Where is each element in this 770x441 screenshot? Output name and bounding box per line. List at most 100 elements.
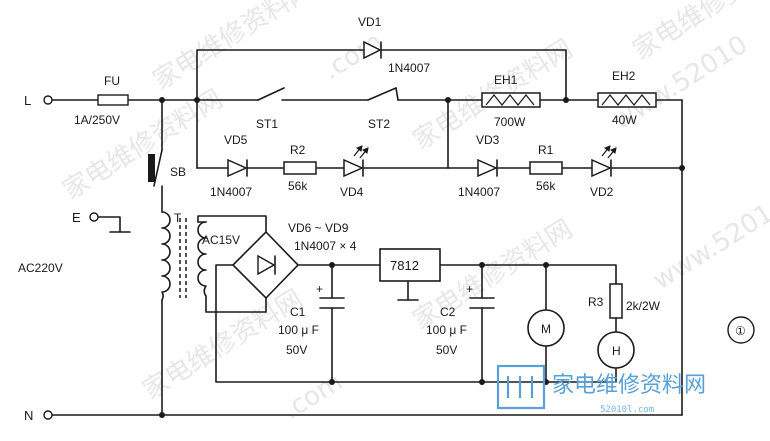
- resistor-r3: [609, 283, 623, 319]
- label-r2-value: 56k: [288, 179, 308, 193]
- regulator-7812: [379, 248, 441, 282]
- junction-dot: [679, 165, 685, 171]
- label-l: L: [24, 93, 31, 108]
- label-vd5: VD5: [224, 133, 248, 147]
- switch-st2: [367, 87, 397, 101]
- watermark-text: .com: [318, 27, 388, 86]
- junction-dot: [543, 262, 549, 268]
- terminals: [43, 95, 99, 420]
- site-logo-text: 家电维修资料网: [552, 373, 706, 398]
- label-sb: SB: [170, 165, 186, 179]
- label-plus-c1: +: [316, 282, 323, 296]
- label-r1: R1: [538, 143, 554, 157]
- label-figure-number: ①: [735, 324, 746, 338]
- label-fu-rating: 1A/250V: [74, 113, 120, 127]
- label-c2-voltage: 50V: [436, 343, 457, 357]
- terminal-l: [43, 95, 53, 105]
- label-c1-value: 100 μ F: [278, 323, 319, 337]
- push-switch-sb: [148, 149, 163, 187]
- label-eh1: EH1: [494, 73, 518, 87]
- label-7812: 7812: [390, 258, 419, 273]
- wire: [205, 295, 267, 313]
- site-logo: 家电维修资料网 52010l.com: [496, 364, 706, 415]
- label-plus-c2: +: [466, 282, 473, 296]
- watermark-text: 家电维修资料网: [58, 84, 228, 206]
- junction-dot: [445, 97, 451, 103]
- junction-dot: [479, 262, 485, 268]
- wire: [97, 216, 121, 233]
- watermark-text: 家电维修资料网: [138, 284, 308, 406]
- label-vd3: VD3: [476, 133, 500, 147]
- labels: L E N FU 1A/250V SB T AC220V AC15V VD1 1…: [18, 15, 746, 423]
- wire: [196, 49, 365, 101]
- wires: [51, 49, 683, 416]
- label-st2: ST2: [368, 117, 390, 131]
- label-ac220v: AC220V: [18, 261, 63, 275]
- label-fu: FU: [104, 74, 120, 88]
- label-r3: R3: [588, 295, 604, 309]
- junction-dot: [329, 262, 335, 268]
- wire: [153, 149, 163, 187]
- wire: [381, 49, 567, 101]
- watermark-text: 家电维修资料网: [148, 0, 318, 96]
- figure-number-circle: [727, 316, 755, 344]
- label-vd2: VD2: [590, 185, 614, 199]
- label-n: N: [24, 408, 33, 423]
- label-ac15v: AC15V: [202, 233, 240, 247]
- diode-vd3: [477, 158, 498, 178]
- label-eh2: EH2: [612, 69, 636, 83]
- capacitor-c1: [319, 297, 345, 309]
- heater-eh2: [597, 92, 657, 108]
- label-t: T: [174, 211, 182, 225]
- label-r1-value: 56k: [536, 179, 556, 193]
- junction-dot: [563, 97, 569, 103]
- label-c2: C2: [440, 305, 456, 319]
- transformer-t: [161, 211, 207, 301]
- label-vd1: VD1: [358, 15, 382, 29]
- label-st1: ST1: [256, 117, 278, 131]
- label-bridge-part: 1N4007 × 4: [294, 239, 357, 253]
- label-r3-value: 2k/2W: [626, 299, 661, 313]
- label-eh2-power: 40W: [612, 113, 637, 127]
- label-vd5-part: 1N4007: [210, 185, 252, 199]
- bridge-rectifier: [231, 230, 300, 300]
- wire: [215, 264, 617, 383]
- terminal-n: [43, 410, 53, 420]
- wire: [395, 87, 399, 101]
- junction-dot: [159, 97, 165, 103]
- diode-vd1: [363, 40, 382, 60]
- wire: [197, 215, 267, 233]
- diode-vd5: [227, 158, 248, 178]
- junction-dot: [329, 379, 335, 385]
- terminal-e: [89, 212, 99, 222]
- resistor-r2: [283, 161, 317, 175]
- junction-dot: [479, 379, 485, 385]
- label-c1: C1: [290, 305, 306, 319]
- resistor-r1: [529, 161, 563, 175]
- label-e: E: [72, 210, 81, 225]
- label-bridge: VD6 ~ VD9: [288, 221, 349, 235]
- wire: [439, 264, 617, 285]
- label-r2: R2: [290, 143, 306, 157]
- junction-dot: [159, 412, 165, 418]
- label-vd3-part: 1N4007: [458, 185, 500, 199]
- capacitor-c2: [469, 297, 495, 309]
- label-c1-voltage: 50V: [286, 343, 307, 357]
- led-vd2: [591, 145, 617, 178]
- junction-dot: [194, 97, 200, 103]
- switch-st1: [257, 87, 285, 101]
- led-vd4: [343, 145, 369, 178]
- watermark-text: www.5201: [648, 199, 770, 296]
- label-heater: H: [612, 344, 621, 358]
- label-motor: M: [541, 322, 551, 336]
- heater-eh1: [481, 92, 541, 108]
- site-logo-url: 52010l.com: [600, 405, 654, 415]
- label-vd4: VD4: [340, 185, 364, 199]
- motor-symbol: [527, 309, 565, 347]
- label-c2-value: 100 μ F: [426, 323, 467, 337]
- heater-h-symbol: [597, 331, 635, 369]
- label-vd1-part: 1N4007: [388, 61, 430, 75]
- watermark-text: .com: [278, 367, 348, 426]
- fuse-symbol: [97, 94, 129, 106]
